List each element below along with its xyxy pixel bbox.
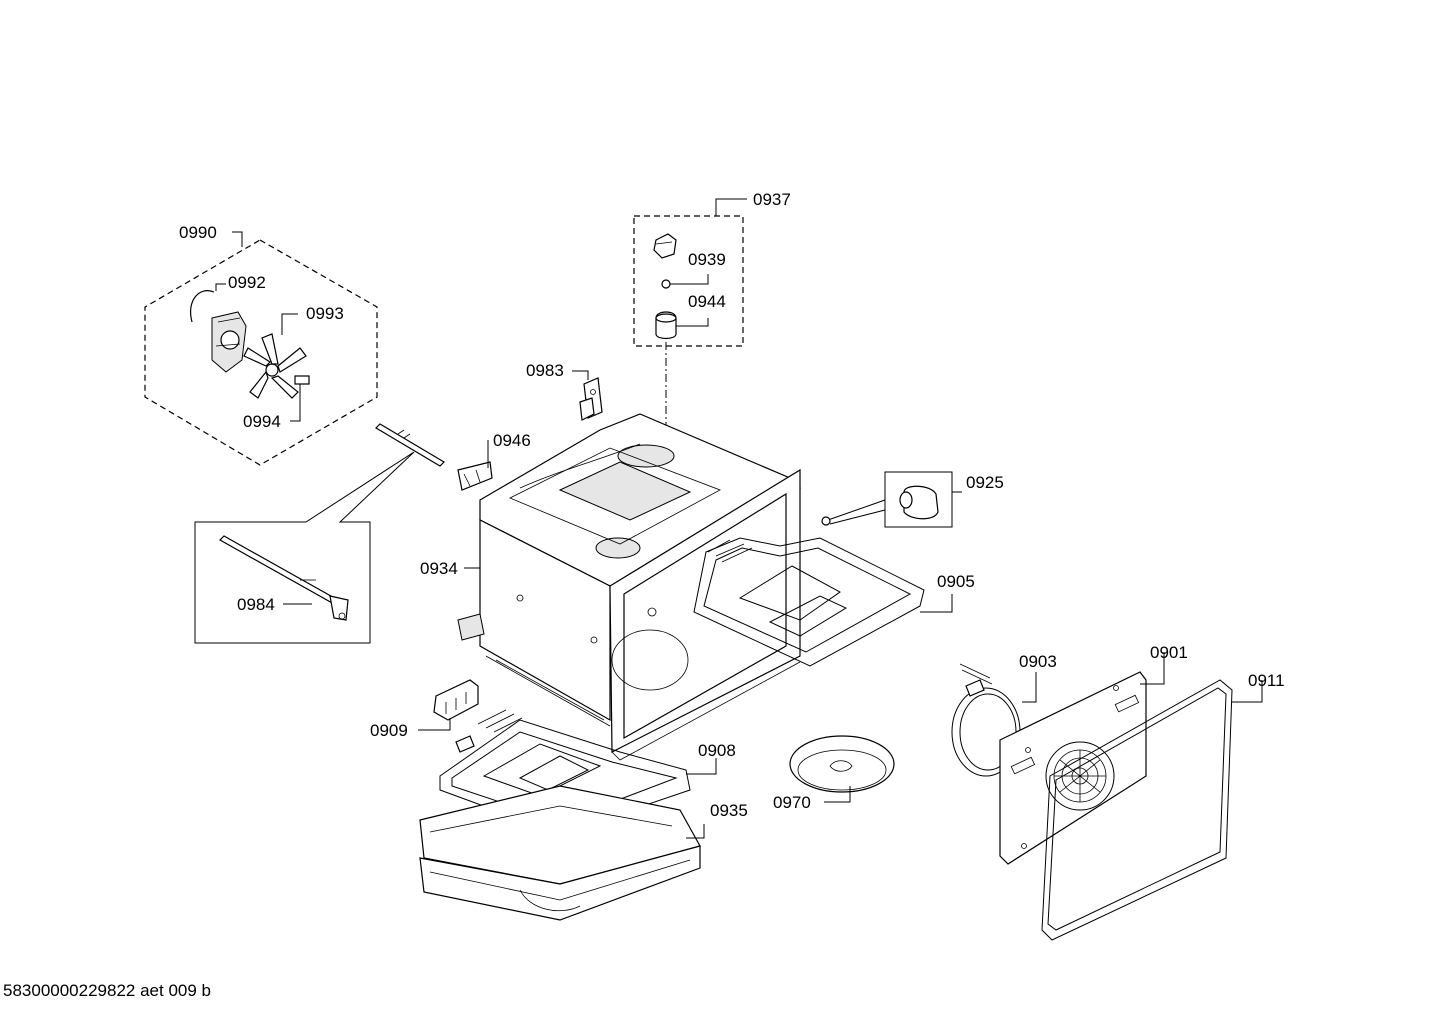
lamp-callout [821,471,962,528]
bottom-element [439,709,717,835]
oven-cavity [457,413,802,761]
cover-plate [789,735,895,803]
label-0984: 0984 [237,595,275,614]
label-0911: 0911 [1248,671,1285,690]
label-0944: 0944 [688,292,726,311]
sensor-clip [375,423,493,491]
back-panel [999,652,1165,865]
label-0993: 0993 [306,304,344,323]
fan-assembly-group [144,231,378,466]
sensor-detail-callout [194,451,415,644]
grill-element [693,537,953,667]
label-0937: 0937 [753,190,791,209]
label-0992: 0992 [228,273,266,292]
label-0901: 0901 [1150,643,1188,662]
label-0983: 0983 [526,361,564,380]
drawing-number: 58300000229822 aet 009 b [3,981,211,1000]
label-0970: 0970 [773,793,811,812]
label-0946: 0946 [493,431,531,450]
label-0909: 0909 [370,721,408,740]
hinge-bracket [572,370,603,421]
door-gasket [1041,679,1263,941]
label-0905: 0905 [937,572,975,591]
label-0939: 0939 [688,250,726,269]
label-0908: 0908 [698,741,736,760]
label-0903: 0903 [1019,652,1057,671]
lamp-group [633,198,747,478]
label-0994: 0994 [243,412,281,431]
part-labels: 0990 0992 0993 0994 0937 0939 0944 0983 … [179,190,1285,820]
bottom-bracket [418,679,479,731]
insulation-mat [419,785,705,921]
label-0925: 0925 [966,473,1004,492]
label-0935: 0935 [710,801,748,820]
label-0934: 0934 [420,559,458,578]
label-0990: 0990 [179,223,217,242]
